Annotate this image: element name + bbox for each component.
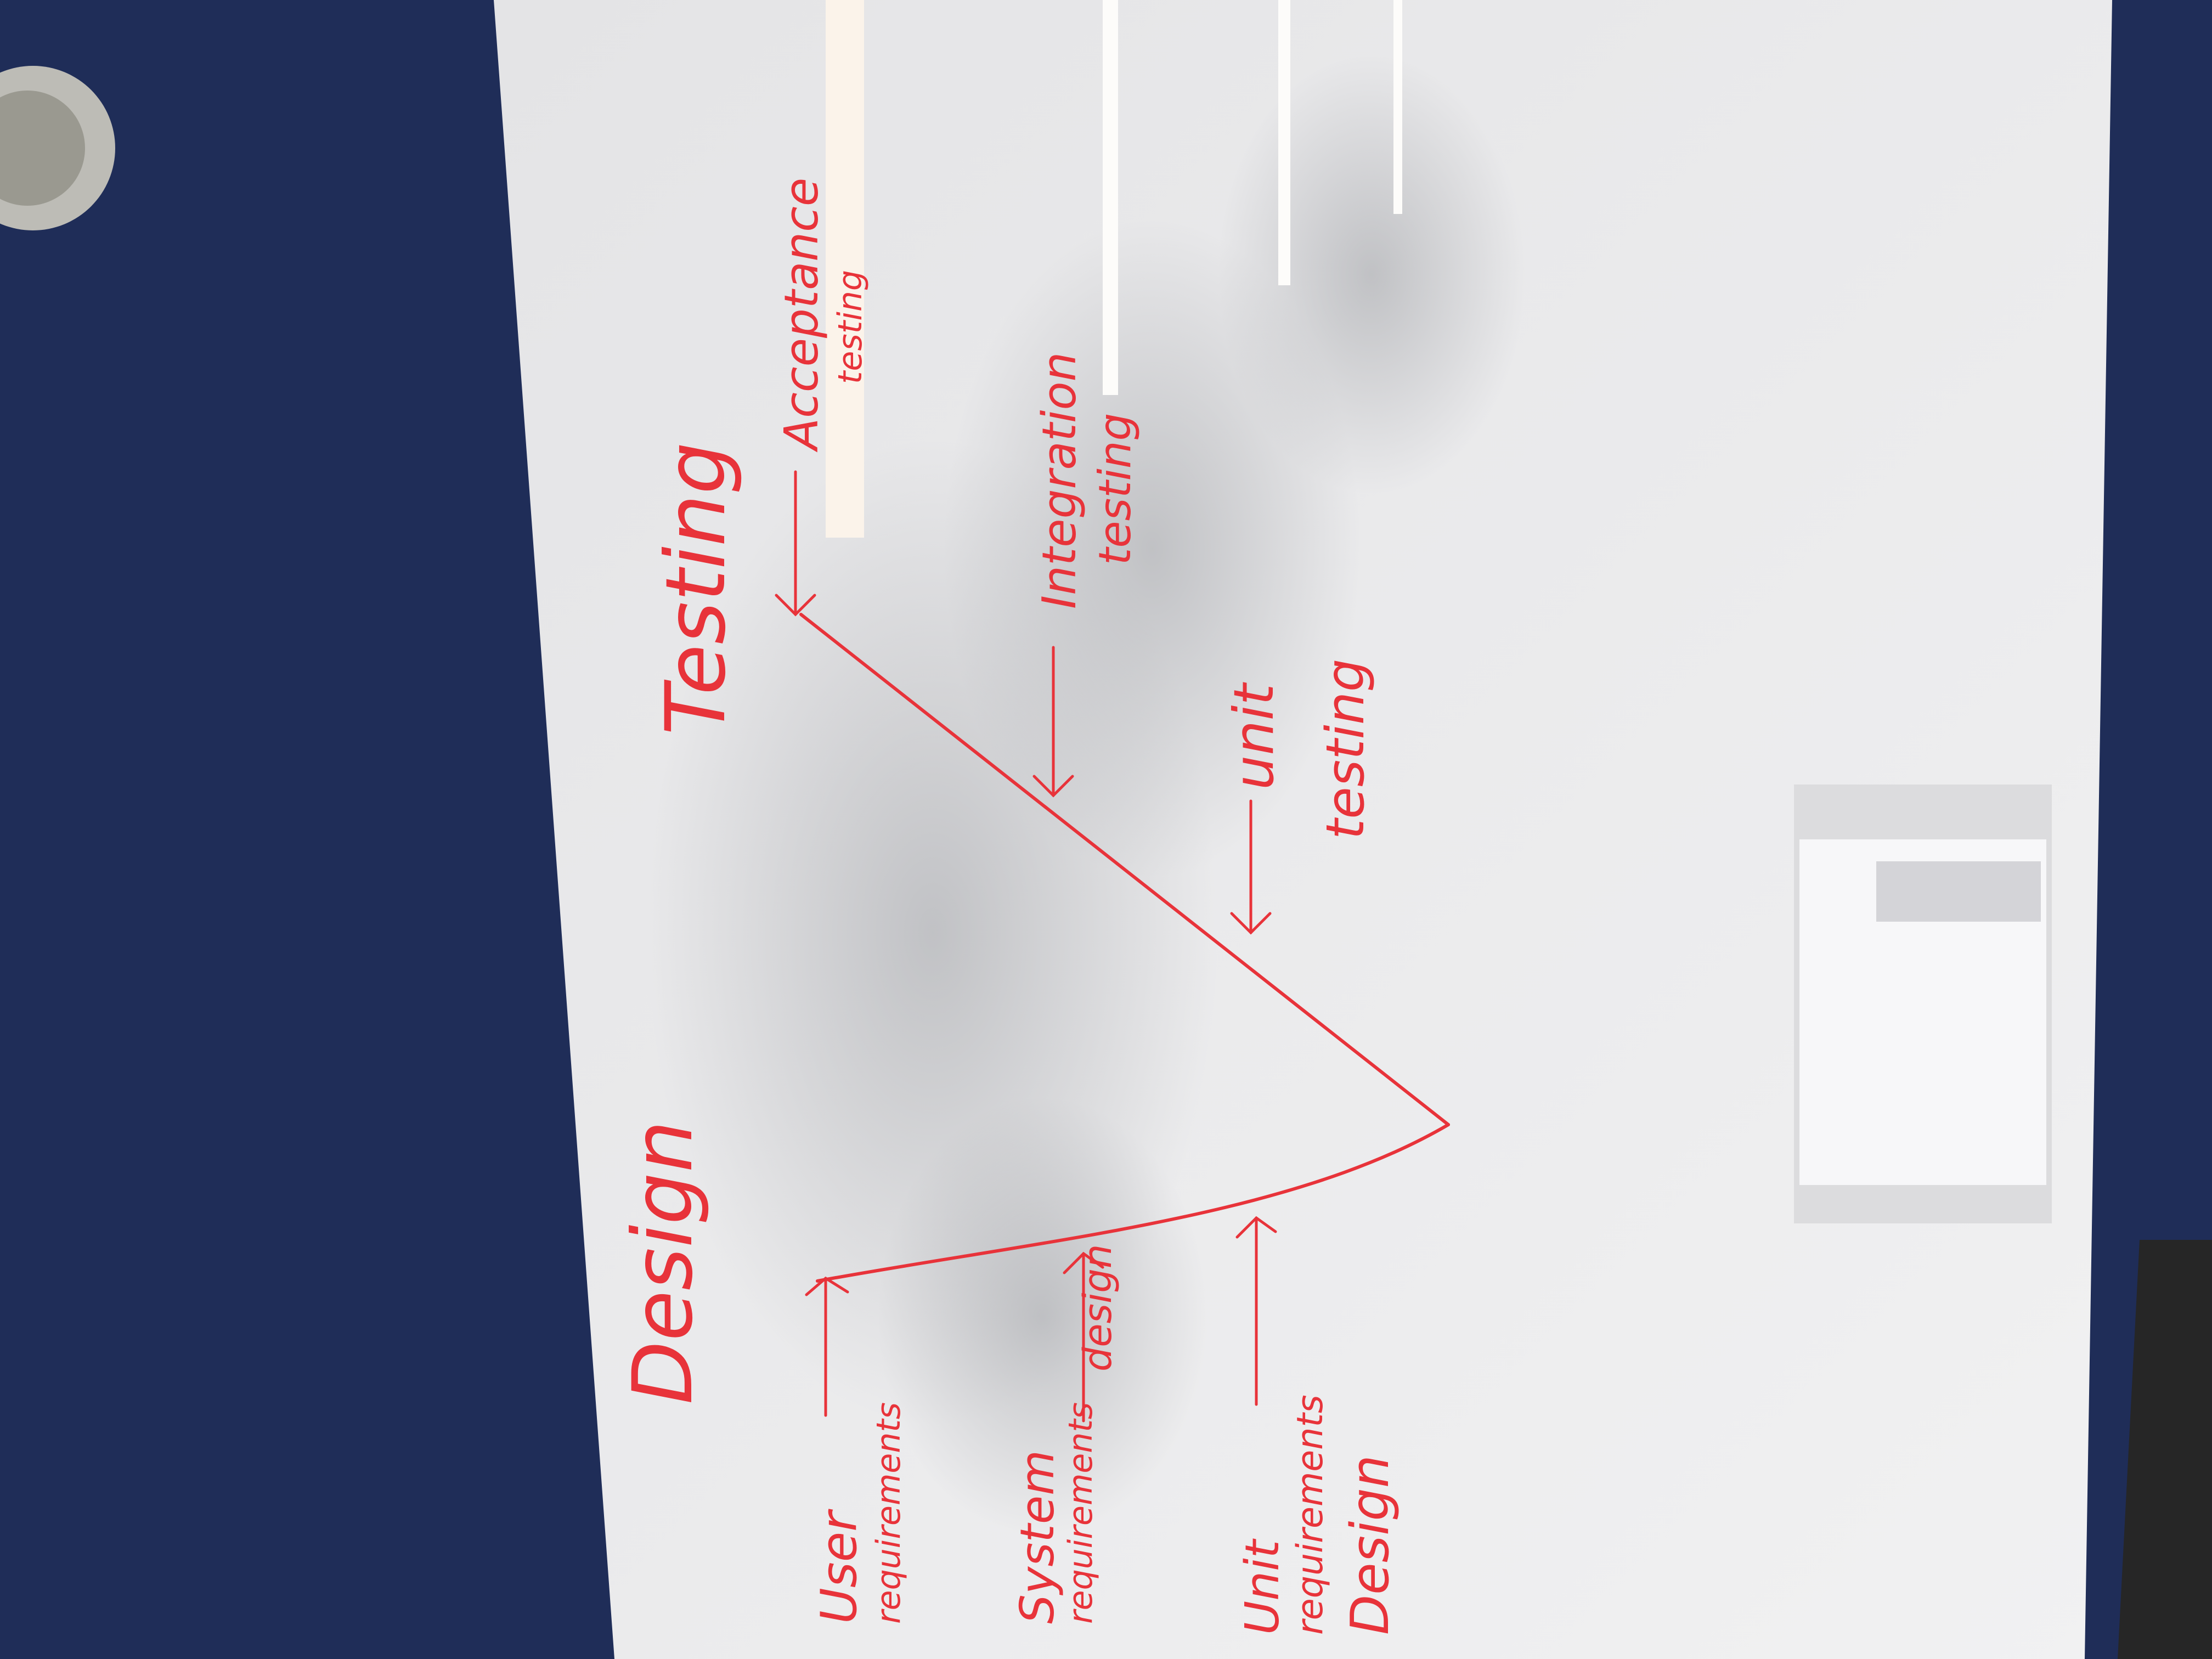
svg-text:design: design bbox=[1075, 1244, 1120, 1372]
testing-heading-text: Testing bbox=[648, 442, 744, 735]
label-integration-testing: Integration testing bbox=[1032, 352, 1141, 609]
label-unit-testing: unit testing bbox=[1222, 659, 1376, 839]
svg-text:testing: testing bbox=[1316, 659, 1376, 839]
speaker-icon bbox=[0, 66, 115, 230]
svg-text:requirements: requirements bbox=[1062, 1402, 1100, 1624]
svg-text:Acceptance: Acceptance bbox=[775, 178, 829, 453]
design-heading-text: Design bbox=[616, 1120, 711, 1404]
label-user-requirements: User requirements bbox=[810, 1402, 908, 1624]
label-system-requirements-design: System requirements design bbox=[1011, 1244, 1120, 1624]
svg-text:Design: Design bbox=[1340, 1455, 1401, 1635]
svg-text:testing: testing bbox=[1090, 413, 1141, 565]
v-model-curve bbox=[799, 613, 1450, 1283]
label-acceptance-testing: Acceptance testing bbox=[775, 178, 870, 453]
light-reflections bbox=[826, 0, 1402, 538]
svg-text:Integration: Integration bbox=[1032, 352, 1087, 609]
label-unit-requirements-design: Unit requirements Design bbox=[1235, 1395, 1401, 1635]
svg-text:Unit: Unit bbox=[1235, 1538, 1290, 1635]
svg-text:requirements: requirements bbox=[1290, 1395, 1331, 1635]
svg-text:System: System bbox=[1011, 1450, 1065, 1624]
ink-arrows bbox=[775, 470, 1277, 1423]
svg-text:testing: testing bbox=[831, 270, 870, 384]
chair bbox=[2118, 1240, 2212, 1659]
testing-heading: Testing bbox=[648, 442, 744, 735]
svg-text:User: User bbox=[810, 1509, 868, 1624]
design-heading: Design bbox=[616, 1120, 711, 1404]
svg-text:unit: unit bbox=[1222, 681, 1286, 790]
monitor-reflection bbox=[1794, 785, 2052, 1223]
svg-text:requirements: requirements bbox=[870, 1402, 908, 1624]
